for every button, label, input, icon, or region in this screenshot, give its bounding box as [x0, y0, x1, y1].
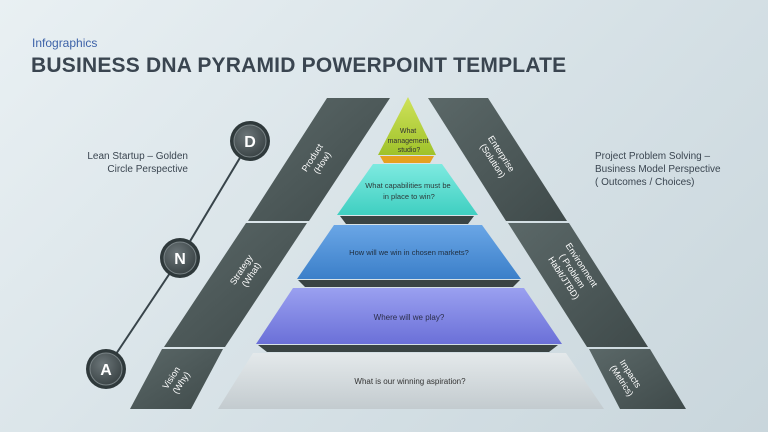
pyramid-level-2 — [337, 164, 478, 224]
right-perspective-note: Project Problem Solving – Business Model… — [595, 150, 735, 189]
band-vision — [130, 349, 223, 409]
marker-n: N — [160, 238, 200, 278]
pyramid-level-1 — [378, 97, 436, 163]
left-perspective-note: Lean Startup – Golden Circle Perspective — [87, 151, 188, 175]
band-enterprise — [428, 98, 567, 221]
marker-d: D — [230, 121, 270, 161]
pyramid-level-4 — [256, 288, 562, 352]
right-note-line-3: ( Outcomes / Choices) — [595, 177, 695, 188]
band-strategy — [164, 223, 307, 347]
level-3-text: How will we win in chosen markets? — [349, 248, 469, 257]
subtitle: Infographics — [32, 36, 98, 50]
level-5-text: What is our winning aspiration? — [354, 377, 466, 386]
page-title: BUSINESS DNA PYRAMID POWERPOINT TEMPLATE — [31, 54, 567, 77]
pyramid-level-3 — [297, 225, 521, 287]
pyramid-level-5 — [218, 353, 604, 409]
level-4-text: Where will we play? — [374, 313, 445, 322]
svg-text:A: A — [100, 362, 112, 379]
svg-text:N: N — [174, 251, 186, 268]
right-note-line-2: Business Model Perspective — [595, 164, 721, 175]
right-note-line-1: Project Problem Solving – — [595, 151, 711, 162]
level-1-text: What management studio? — [388, 128, 431, 154]
band-product — [248, 98, 390, 221]
band-impacts — [589, 349, 686, 409]
svg-text:D: D — [244, 134, 256, 151]
level-2-text: What capabilities must be in place to wi… — [365, 181, 453, 201]
band-environment — [508, 223, 648, 347]
marker-a: A — [86, 349, 126, 389]
